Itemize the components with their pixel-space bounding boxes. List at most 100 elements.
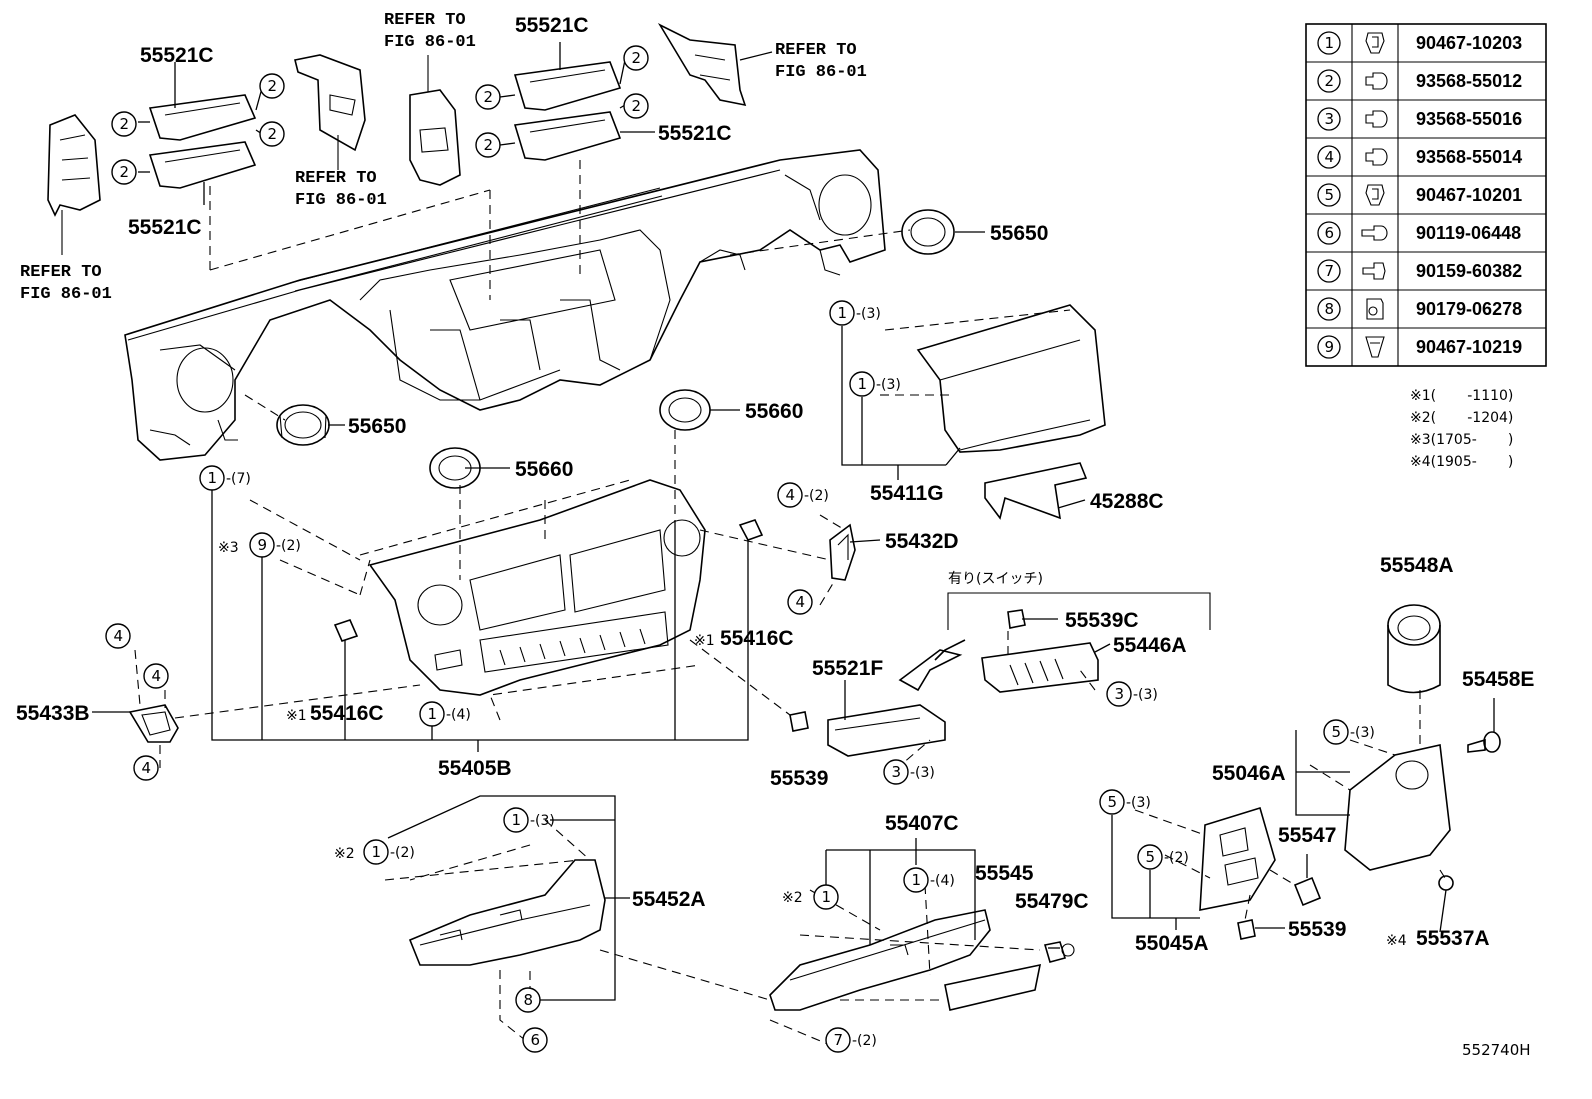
label-45288C: 45288C <box>1090 490 1164 513</box>
svg-text:2: 2 <box>632 97 642 115</box>
svg-text:2: 2 <box>484 88 494 106</box>
svg-text:-(4): -(4) <box>446 707 471 723</box>
callout-8: 8 <box>515 987 541 1013</box>
svg-text:-(3): -(3) <box>856 306 881 322</box>
label-55650-left: 55650 <box>348 415 406 438</box>
svg-text:2: 2 <box>268 77 278 95</box>
table-part-number: 90467-10219 <box>1416 337 1522 357</box>
table-row-num: 6 <box>1325 224 1335 242</box>
refer-line2-c: FIG 86-01 <box>295 191 387 210</box>
svg-text:4: 4 <box>786 486 796 504</box>
svg-text:1: 1 <box>822 888 832 906</box>
switch-55539-center <box>789 711 809 732</box>
table-row-num-circle <box>1317 221 1341 245</box>
label-55660-lower: 55660 <box>515 458 573 481</box>
duct-55521C-lower-center <box>513 111 622 161</box>
callout-1: 1 <box>849 371 875 397</box>
callout-3: 3 <box>1106 681 1132 707</box>
svg-text:1: 1 <box>208 469 218 487</box>
callout-4: 4 <box>133 755 159 781</box>
bracket-55416C-right <box>738 519 764 541</box>
callout-1: 1 <box>813 884 839 910</box>
svg-text:4: 4 <box>142 759 152 777</box>
svg-text:-(3): -(3) <box>1126 795 1151 811</box>
svg-text:3: 3 <box>1115 685 1125 703</box>
date-note: ※2( -1204) <box>1410 410 1513 426</box>
duct-55521C-lower-left <box>148 141 257 189</box>
svg-text:1: 1 <box>428 705 438 723</box>
callout-3: 3 <box>883 759 909 785</box>
label-55045A: 55045A <box>1135 932 1209 955</box>
refer-line2-d: FIG 86-01 <box>20 285 112 304</box>
callout-1: 1 <box>363 839 389 865</box>
damper-55479C <box>1043 941 1075 963</box>
cup-holder-55548A <box>1387 604 1441 694</box>
date-note: ※4(1905- ) <box>1410 454 1513 470</box>
label-55458E: 55458E <box>1462 668 1534 691</box>
svg-text:-(7): -(7) <box>226 471 251 487</box>
table-row-num: 4 <box>1325 148 1335 166</box>
callout-4: 4 <box>787 589 813 615</box>
callouts: 2 2 2 2 2 2 2 2 1 -(3) 1 -(3) 1 -(7) ※3 … <box>105 45 1407 1053</box>
plug-55537A <box>1438 875 1454 891</box>
callout-7: 7 <box>825 1027 851 1053</box>
refer-line1-c: REFER TO <box>295 169 377 188</box>
bracket-left <box>47 114 101 255</box>
label-55660-upper: 55660 <box>745 400 803 423</box>
label-55547: 55547 <box>1278 824 1336 847</box>
screw-icon <box>1365 72 1388 90</box>
label-55416C-right: 55416C <box>720 627 794 650</box>
vent-55660-upper <box>659 389 711 431</box>
duct-55521C-upper-left <box>148 94 257 141</box>
bolt-55458E <box>1467 731 1501 753</box>
center-cluster-55405B <box>368 479 706 696</box>
part-labels: 55521C 55521C 55521C 55521C 55650 55650 … <box>16 14 1534 955</box>
table-row-num-circle <box>1317 145 1341 169</box>
svg-text:-(3): -(3) <box>530 813 555 829</box>
switch-group-outline <box>898 592 1211 692</box>
switch-bezel-55433B <box>128 704 179 743</box>
plug-55547 <box>1293 876 1322 907</box>
cover-45288C <box>984 462 1088 520</box>
callout-6: 6 <box>522 1027 548 1053</box>
svg-text:-(2): -(2) <box>276 538 301 554</box>
callout-1: 1 <box>829 300 855 326</box>
table-part-number: 93568-55012 <box>1416 71 1522 91</box>
svg-text:9: 9 <box>258 536 268 554</box>
callout-4: 4 <box>105 623 131 649</box>
svg-text:1: 1 <box>858 375 868 393</box>
svg-text:2: 2 <box>268 125 278 143</box>
screw-icon <box>1365 148 1388 166</box>
svg-text:-(4): -(4) <box>930 873 955 889</box>
table-row-num-circle <box>1317 297 1341 321</box>
pocket-55521F <box>827 704 946 757</box>
label-55545: 55545 <box>975 862 1034 885</box>
svg-text:※4: ※4 <box>1386 933 1407 949</box>
table-part-number: 90159-60382 <box>1416 261 1522 281</box>
svg-text:-(3): -(3) <box>876 377 901 393</box>
label-55046A: 55046A <box>1212 762 1286 785</box>
svg-text:-(2): -(2) <box>852 1033 877 1049</box>
glovebox-door-55545 <box>944 963 1042 1011</box>
label-55539C: 55539C <box>1065 609 1139 632</box>
svg-text:2: 2 <box>484 136 494 154</box>
callout-5: 5 <box>1323 719 1349 745</box>
svg-text:4: 4 <box>114 627 124 645</box>
svg-text:5: 5 <box>1332 723 1342 741</box>
label-55407C: 55407C <box>885 812 959 835</box>
label-55539-right: 55539 <box>1288 918 1346 941</box>
label-55650-right: 55650 <box>990 222 1048 245</box>
callout-1: 1 <box>903 867 929 893</box>
svg-text:1: 1 <box>372 843 382 861</box>
lower-trim-55046A <box>1344 744 1451 871</box>
switch-base-55446A <box>981 642 1099 693</box>
label-55539-center: 55539 <box>770 767 828 790</box>
table-part-number: 93568-55014 <box>1416 147 1522 167</box>
instrument-panel-frame <box>124 149 886 461</box>
table-row-num: 8 <box>1325 300 1335 318</box>
svg-text:7: 7 <box>834 1031 844 1049</box>
svg-text:※3: ※3 <box>218 540 239 556</box>
table-row-num-circle <box>1317 183 1341 207</box>
label-55433B: 55433B <box>16 702 90 725</box>
